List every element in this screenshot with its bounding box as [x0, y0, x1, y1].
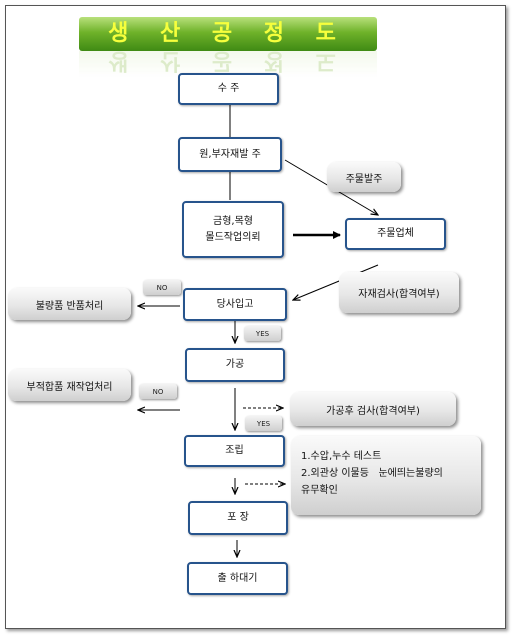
outsource-box: 주물업체 [345, 218, 446, 250]
casting-order-box: 주물발주 [327, 162, 401, 192]
assembly-check-line2: 2.외관상 이물등 눈에띄는불량의 [301, 468, 443, 479]
packing-box: 포 장 [188, 501, 288, 535]
link-inspection-receiving [293, 264, 379, 300]
no-tag-processing: NO [139, 384, 177, 399]
mold-request-box: 금형,목형 몰드작업의뢰 [182, 201, 284, 258]
assembly-checks-box: 1.수압,누수 테스트 2.외관상 이물등 눈에띄는불량의 유무확인 [291, 436, 481, 515]
no-tag-receiving: NO [143, 280, 181, 295]
page-title: 생 산 공 정 도 [79, 17, 377, 51]
assembly-check-line1: 1.수압,누수 테스트 [301, 451, 382, 462]
assembly-check-line3: 유무확인 [301, 485, 338, 496]
receiving-box: 당사입고 [183, 288, 287, 321]
defect-return-box: 불량품 반품처리 [8, 288, 131, 320]
mold-request-line1: 금형,목형 [213, 215, 253, 227]
material-inspection-box: 자재검사(합격여부) [339, 272, 459, 313]
processing-box: 가공 [185, 348, 285, 382]
yes-tag-receiving: YES [244, 326, 281, 341]
material-order-box: 원,부자재발 주 [178, 137, 282, 172]
nonconform-rework-box: 부적합품 재작업처리 [8, 369, 131, 401]
post-process-inspection-box: 가공후 검사(합격여부) [290, 392, 456, 426]
assembly-box: 조립 [184, 435, 285, 467]
shipping-box: 출 하대기 [187, 562, 288, 595]
yes-tag-processing: YES [245, 416, 282, 431]
order-box: 수 주 [178, 73, 279, 105]
mold-request-line2: 몰드작업의뢰 [205, 231, 261, 243]
